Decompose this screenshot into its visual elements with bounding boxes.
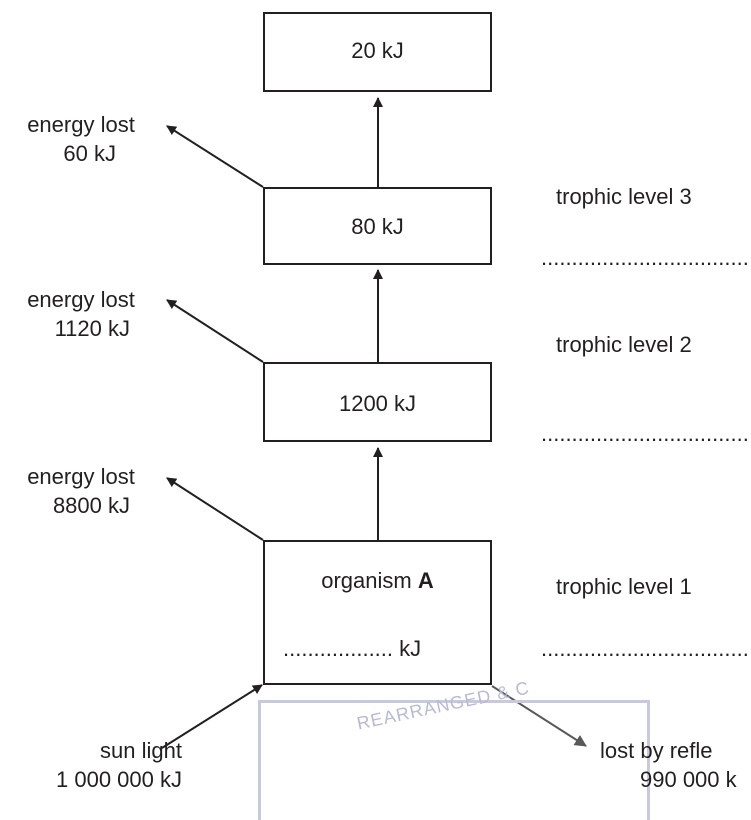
loss-2-label: energy lost — [27, 287, 135, 312]
arrow-layer — [161, 97, 587, 749]
box-level2: 1200 kJ — [263, 362, 492, 442]
sunlight-label: sun light — [100, 738, 182, 763]
trophic-level-2-label: trophic level 2 — [556, 332, 692, 357]
arrow-sunlight — [161, 684, 263, 749]
loss-3-label: energy lost — [27, 464, 135, 489]
arrow-loss-1 — [166, 125, 264, 188]
arrow-loss-3 — [166, 477, 264, 541]
sunlight-input: sun light 1 000 000 kJ — [0, 736, 182, 794]
reflection-loss: lost by refle 990 000 k — [600, 736, 751, 794]
loss-2: energy lost 1120 kJ — [6, 285, 156, 343]
loss-3: energy lost 8800 kJ — [6, 462, 156, 520]
box-organism-a: organism A .................. kJ — [263, 540, 492, 685]
reflection-value: 990 000 k — [640, 767, 737, 792]
organism-label: organism — [321, 568, 412, 593]
sunlight-value: 1 000 000 kJ — [56, 767, 182, 792]
loss-2-value: 1120 kJ — [54, 316, 130, 341]
arrow-loss-2 — [166, 299, 264, 363]
trophic-level-3-label: trophic level 3 — [556, 184, 692, 209]
box-level3: 80 kJ — [263, 187, 492, 265]
box-level3-value: 80 kJ — [351, 214, 404, 239]
organism-letter: A — [417, 568, 434, 593]
reflection-label: lost by refle — [600, 738, 713, 763]
trophic-level-2-answer-line: .................................. — [541, 421, 749, 446]
box-top-level: 20 kJ — [263, 12, 492, 92]
loss-1: energy lost 60 kJ — [6, 110, 156, 168]
trophic-level-3-answer-line: .................................. — [541, 245, 749, 270]
arrow-reflection — [491, 685, 587, 747]
loss-1-value: 60 kJ — [63, 141, 116, 166]
loss-1-label: energy lost — [27, 112, 135, 137]
watermark-stamp — [258, 700, 650, 820]
trophic-level-1-label: trophic level 1 — [556, 574, 692, 599]
organism-heading: organism A — [265, 568, 490, 594]
box-level2-value: 1200 kJ — [338, 391, 417, 416]
trophic-level-1-answer-line: .................................. — [541, 636, 749, 661]
box-top-value: 20 kJ — [351, 38, 404, 63]
loss-3-value: 8800 kJ — [52, 493, 130, 518]
organism-blank-value: .................. kJ — [283, 636, 422, 661]
